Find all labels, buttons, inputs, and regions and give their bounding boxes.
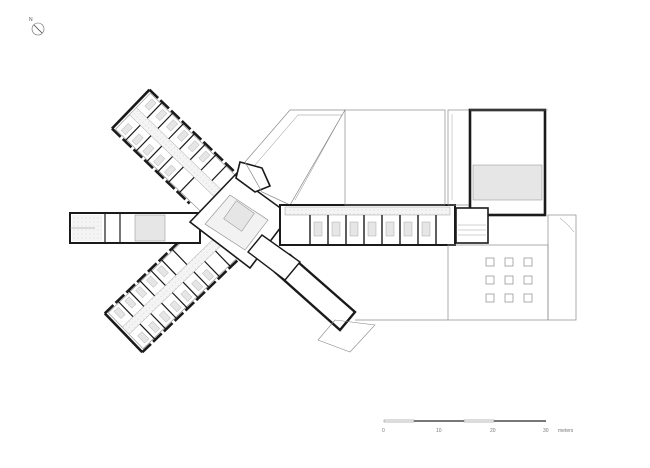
left-block (69, 212, 201, 244)
upper-right-court (344, 109, 471, 206)
scale-bar: 0 10 20 30 meters (382, 419, 574, 434)
scale-tick-10: 10 (436, 428, 442, 434)
scale-tick-0: 0 (382, 428, 385, 434)
scale-tick-30: 30 (543, 428, 549, 434)
right-corridor-block (279, 204, 456, 246)
far-right-hall (455, 108, 548, 244)
north-arrow-icon: N (29, 17, 45, 36)
lower-right-court (355, 214, 577, 321)
lower-right-diagonal-block (246, 234, 376, 353)
scale-tick-20: 20 (490, 428, 496, 434)
north-letter: N (29, 17, 33, 23)
lower-left-wing (103, 208, 257, 354)
scale-unit: meters (558, 428, 574, 434)
upper-open-frame (244, 109, 346, 206)
